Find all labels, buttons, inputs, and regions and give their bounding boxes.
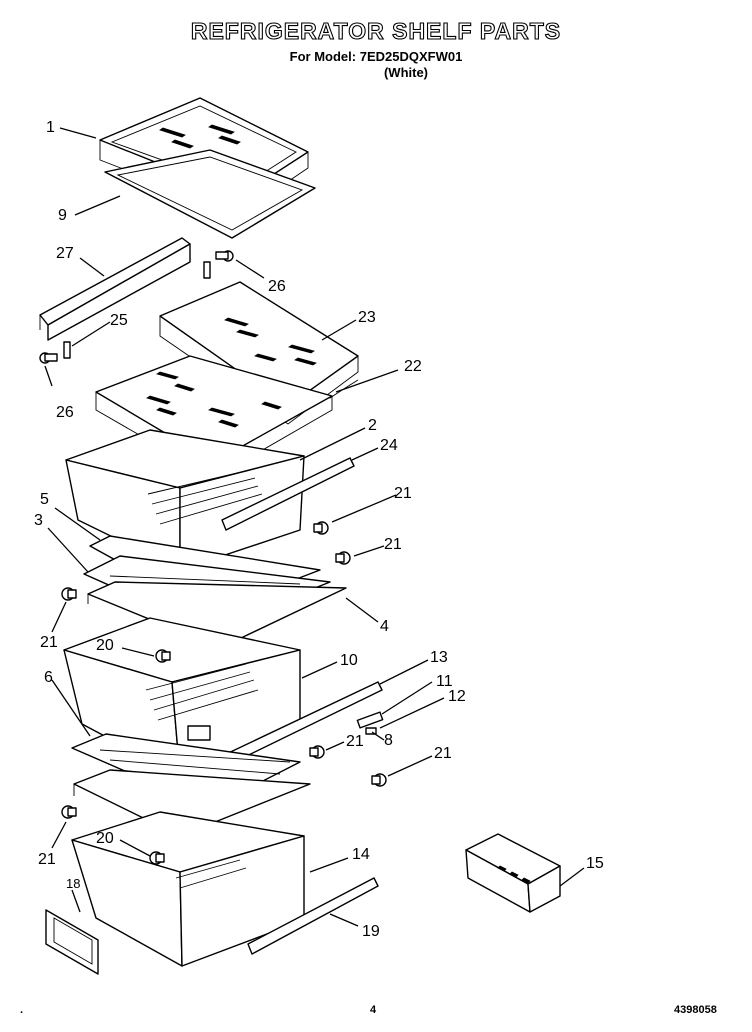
part-screw-21-d [309,745,325,759]
part-screw-21-b [335,551,351,565]
part-slider-12 [365,727,377,735]
callout-24: 24 [380,437,398,454]
part-screw-26-left [39,352,58,364]
callout-8: 8 [384,732,393,749]
callout-26-top: 26 [268,278,286,295]
part-rail-19 [247,877,379,955]
callout-22: 22 [404,358,422,375]
callout-18: 18 [66,876,81,891]
part-screw-20-a [155,649,171,663]
part-bin-15 [465,833,561,913]
part-rail-24 [221,457,355,531]
part-trim-27 [39,237,191,341]
callout-6: 6 [44,669,53,686]
callout-14: 14 [352,846,370,863]
leader-lines [44,127,585,927]
callout-11: 11 [436,673,453,690]
part-clip-25-left [63,341,71,359]
callout-2: 2 [368,417,377,434]
part-clip-25-top [203,261,211,279]
callout-26-left: 26 [56,404,74,421]
callout-20-b: 20 [96,830,114,847]
callout-1: 1 [46,119,55,136]
part-screw-20-b [149,851,165,865]
part-slider-11 [356,711,384,729]
callout-21-d: 21 [346,733,364,750]
callout-21-e: 21 [434,745,452,762]
page-title: REFRIGERATOR SHELF PARTS [190,17,562,44]
model-subtitle: For Model: 7ED25DQXFW01 [289,49,463,64]
callout-13: 13 [430,649,448,666]
page-number: 4 [370,1004,377,1016]
callout-21-f: 21 [38,851,56,868]
part-screw-21-c [61,587,77,601]
part-screw-21-e [371,773,387,787]
callout-3: 3 [34,512,43,529]
part-frame-9 [104,149,316,239]
callout-25: 25 [110,312,128,329]
callout-12: 12 [448,688,466,705]
callout-21-c: 21 [40,634,58,651]
callout-21-b: 21 [384,536,402,553]
callout-15: 15 [586,855,604,872]
callout-23: 23 [358,309,376,326]
part-screw-21-f [61,805,77,819]
callout-10: 10 [340,652,358,669]
part-screw-21-a [313,521,329,535]
part-drawer-10 [63,617,301,777]
footer-mark: . [20,1004,24,1016]
callout-20-a: 20 [96,637,114,654]
part-label-18 [45,909,99,975]
callout-9: 9 [58,207,67,224]
callout-4: 4 [380,618,389,635]
callout-21-a: 21 [394,485,412,502]
part-screw-26-top [215,250,234,262]
color-subtitle: (White) [383,65,429,80]
callout-5: 5 [40,491,49,508]
callout-19: 19 [362,923,380,940]
callout-27: 27 [56,245,74,262]
part-drawer-14 [71,811,305,967]
document-number: 4398058 [674,1004,717,1016]
